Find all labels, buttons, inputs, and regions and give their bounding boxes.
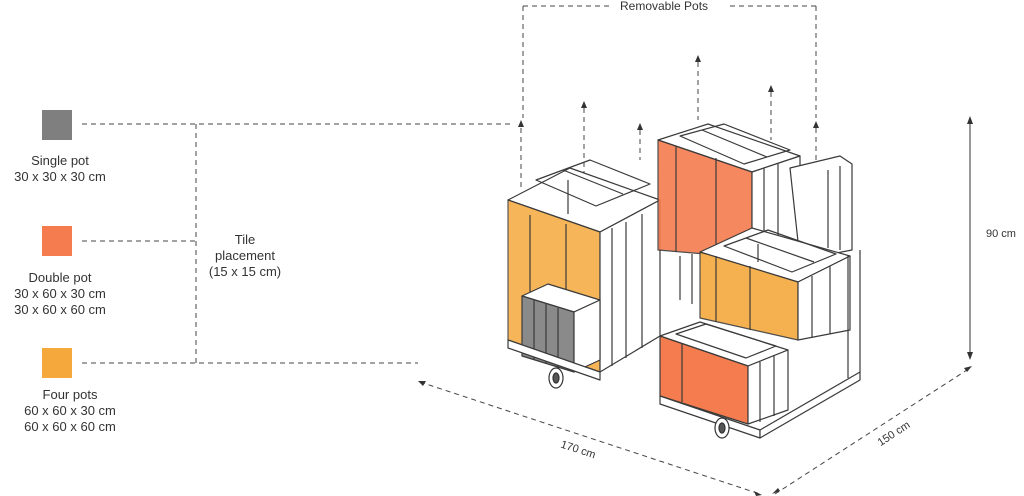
single-pot-title: Single pot [31, 153, 89, 168]
tile-line-1: Tile [234, 232, 256, 247]
double-pot-size-1: 30 x 60 x 30 cm [14, 286, 106, 301]
leader-lines [82, 5, 971, 495]
four-pots-size-1: 60 x 60 x 30 cm [24, 403, 116, 418]
tile-line-3: (15 x 15 cm) [208, 264, 282, 279]
tile-placement-label: Tile placement (15 x 15 cm) [205, 232, 285, 280]
double-pot-title: Double pot [28, 270, 92, 285]
double-pot-swatch [42, 226, 72, 256]
four-pots-label: Four pots 60 x 60 x 30 cm 60 x 60 x 60 c… [5, 387, 135, 435]
removable-pots-label: Removable Pots [620, 0, 709, 13]
wheels [548, 367, 730, 439]
double-pot-size-2: 30 x 60 x 60 cm [14, 302, 106, 317]
single-pot-label: Single pot 30 x 30 x 30 cm [10, 153, 110, 185]
planter-frame [507, 123, 861, 439]
double-pot-label: Double pot 30 x 60 x 30 cm 30 x 60 x 60 … [5, 270, 115, 318]
arrowheads [418, 55, 973, 496]
tile-line-2: placement [215, 248, 275, 263]
four-pots-title: Four pots [42, 387, 98, 402]
height-label: 90 cm [986, 228, 1016, 240]
single-pot-size: 30 x 30 x 30 cm [14, 169, 106, 184]
four-pots-swatch [42, 348, 72, 378]
single-pot-swatch [42, 110, 72, 140]
four-pots-size-2: 60 x 60 x 60 cm [24, 419, 116, 434]
